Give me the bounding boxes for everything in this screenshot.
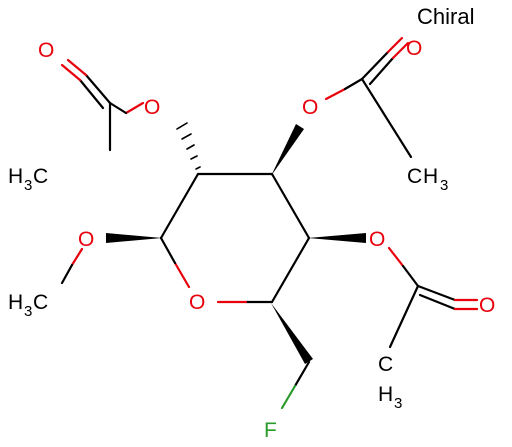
bold-wedge-c5	[271, 303, 313, 364]
bond-o-ring-c1	[173, 261, 191, 289]
oxygen-atom-methoxy: O	[78, 228, 94, 251]
bond-ch3-methoxy	[60, 263, 74, 285]
bold-wedge-c4	[308, 233, 366, 243]
oxygen-atom-ring: O	[189, 291, 205, 314]
oxygen-atom-acetyl2-carbonyl: O	[406, 37, 422, 60]
atom-labels: Chiral O O O O O O O O F H 3 C C H 3 H 3…	[8, 4, 495, 442]
oxygen-atom-acetyl2-ester: O	[302, 96, 318, 119]
bond-co-acetyl2b	[368, 56, 395, 86]
methyl-group-acetyl1: H 3 C	[8, 165, 48, 194]
bond-ch3-acetyl3	[388, 284, 420, 349]
methyl-group-acetyl2: C H 3	[407, 165, 448, 194]
bond-ch2-f	[280, 384, 297, 410]
svg-text:H: H	[8, 291, 23, 314]
svg-text:3: 3	[24, 303, 32, 320]
svg-text:3: 3	[440, 177, 448, 194]
bond-co-acetyl1	[84, 73, 112, 105]
bond-o-double-acetyl1b	[60, 63, 82, 82]
methyl-group-methoxy: H 3 C	[8, 291, 48, 320]
bond-c4-c5	[270, 236, 311, 304]
bond-o-c-acetyl2	[324, 87, 347, 101]
svg-text:3: 3	[24, 177, 32, 194]
bold-wedge-c3	[271, 124, 304, 176]
bond-co-acetyl3b	[418, 293, 457, 311]
bonds	[60, 36, 479, 410]
svg-text:3: 3	[394, 395, 402, 412]
bond-o-ch3-methoxy	[70, 247, 84, 267]
methyl-group-acetyl3: C H 3	[378, 353, 402, 412]
bond-c-acetyl3	[401, 264, 420, 288]
bond-c1-o-ring	[159, 236, 177, 265]
svg-text:C: C	[407, 165, 422, 188]
bond-o-double-acetyl1	[66, 58, 88, 77]
bond-c-acetyl2	[343, 77, 364, 91]
oxygen-atom-acetyl3-ester: O	[369, 228, 385, 251]
bond-o-c-acetyl1	[124, 101, 145, 115]
bond-ch3-acetyl2	[360, 77, 413, 159]
hashed-wedge-c2	[176, 122, 201, 170]
oxygen-atom-acetyl1-ester: O	[144, 96, 160, 119]
bond-o-double-acetyl2	[386, 36, 404, 54]
bond-o-double-acetyl2b	[391, 41, 410, 60]
bond-o-c-acetyl3	[387, 246, 405, 268]
svg-text:H: H	[378, 383, 393, 406]
oxygen-atom-acetyl3-carbonyl: O	[479, 294, 495, 317]
bond-ch2-c	[293, 360, 311, 388]
svg-text:C: C	[33, 291, 48, 314]
bond-c-o-acetyl1	[108, 101, 128, 115]
bond-co-acetyl1b	[78, 78, 105, 110]
bold-wedge-c1	[106, 233, 162, 243]
bond-co-acetyl3	[416, 284, 457, 302]
oxygen-atom-acetyl1-carbonyl: O	[38, 39, 54, 62]
chiral-label: Chiral	[417, 4, 474, 29]
svg-text:H: H	[8, 165, 23, 188]
bond-co-acetyl2	[360, 50, 390, 81]
fluorine-atom: F	[264, 419, 277, 442]
svg-text:C: C	[33, 165, 48, 188]
bond-c1-c2	[159, 172, 200, 240]
svg-text:H: H	[423, 165, 438, 188]
bond-c3-c4	[270, 172, 311, 240]
svg-text:C: C	[378, 353, 393, 376]
